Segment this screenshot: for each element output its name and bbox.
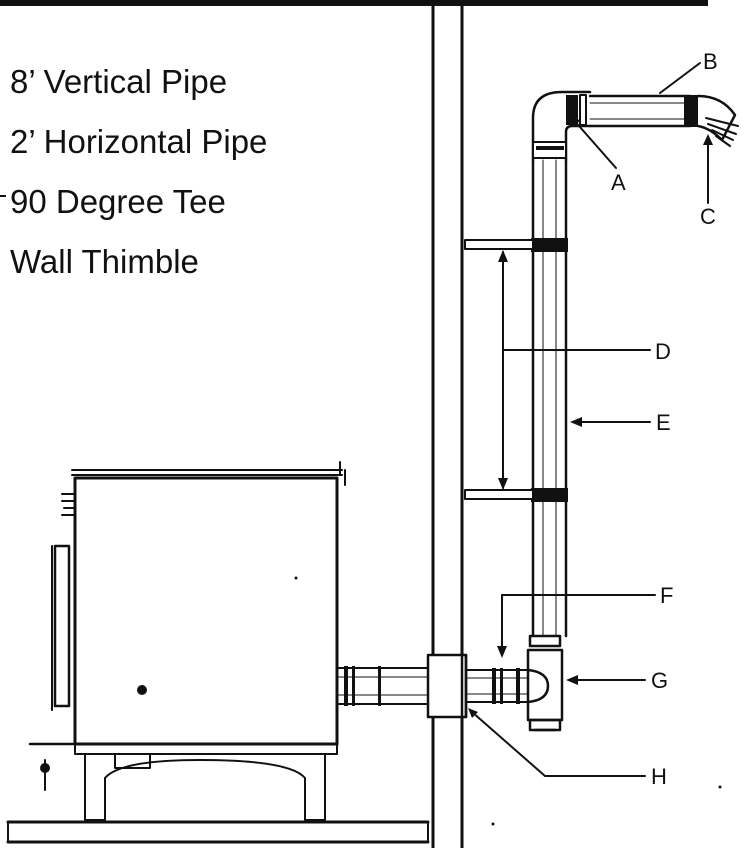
stove [28,461,346,821]
callout-label-a: A [611,170,626,195]
top-elbow-assembly [531,90,739,162]
wall-support-lower [464,489,534,500]
callout-label-d: D [655,339,671,364]
stove-door-handle [53,544,71,708]
parts-list: 8’ Vertical Pipe 2’ Horizontal Pipe 90 D… [10,52,267,292]
outside-horizontal-pipe [465,668,529,704]
stove-body [73,476,339,746]
callout-label-h: H [651,764,667,789]
wall-thimble [426,638,468,720]
parts-list-item-wall-thimble: Wall Thimble [10,243,199,280]
callout-label-f: F [660,583,674,608]
parts-list-item-tee: 90 Degree Tee [10,183,226,220]
stove-knob [137,685,147,695]
parts-list-item-vertical-pipe: 8’ Vertical Pipe [10,63,228,100]
floor [6,820,430,844]
callout-label-g: G [651,668,669,693]
vertical-pipe [531,158,568,638]
callout-label-c: C [700,204,716,229]
wall-support-upper [464,239,534,250]
wall [431,4,464,848]
list-marker-dash [0,195,6,197]
callout-leaders [468,62,713,777]
stove-legs [84,753,326,821]
horizontal-pipe [336,666,434,706]
header-bar [0,0,708,6]
tee-fitting [526,634,564,732]
parts-list-item-horizontal-pipe: 2’ Horizontal Pipe [10,123,268,160]
callout-label-e: E [656,410,671,435]
callout-label-b: B [703,49,718,74]
